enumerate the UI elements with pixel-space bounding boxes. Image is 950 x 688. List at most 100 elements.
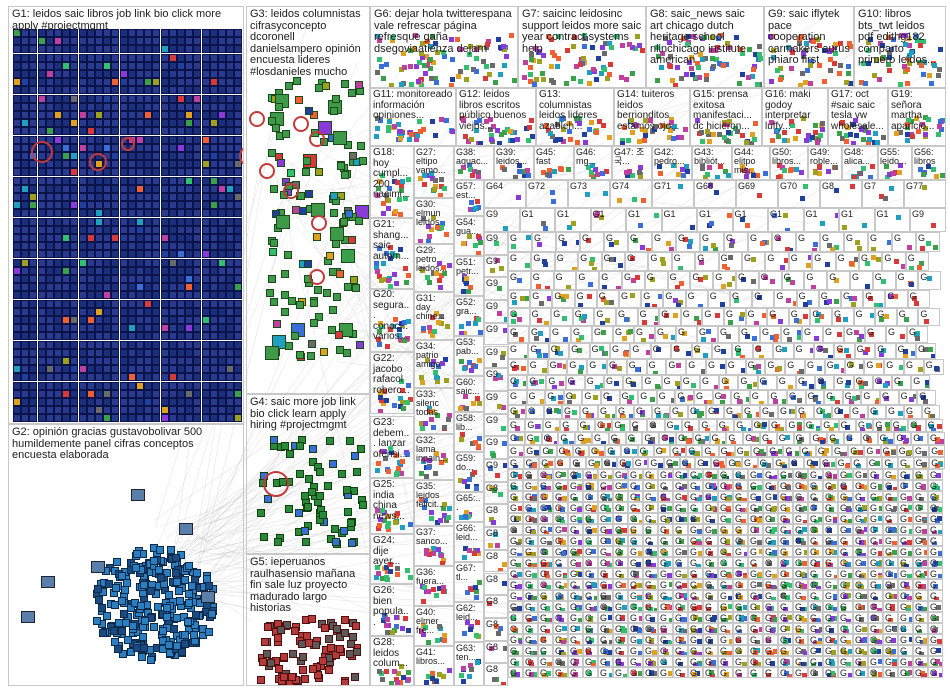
group-label: G8 — [485, 505, 507, 516]
graph-node — [599, 71, 604, 76]
graph-node — [510, 138, 515, 143]
graph-node — [193, 341, 201, 349]
graph-node — [87, 127, 95, 135]
group-box-mini: G9 — [484, 414, 508, 437]
graph-node — [79, 144, 87, 152]
graph-node — [637, 170, 642, 175]
graph-node — [464, 65, 469, 70]
graph-node — [128, 242, 136, 250]
group-label: G — [676, 391, 693, 402]
group-label: G — [558, 446, 572, 457]
graph-node — [54, 349, 62, 357]
graph-node — [435, 379, 440, 384]
group-label: G — [687, 446, 701, 457]
graph-node — [437, 278, 442, 283]
graph-node — [144, 37, 152, 45]
graph-node — [161, 267, 169, 275]
graph-node — [185, 275, 193, 283]
graph-node — [111, 382, 119, 390]
graph-node — [70, 382, 78, 390]
graph-node — [152, 226, 160, 234]
graph-node — [303, 157, 311, 165]
graph-node — [21, 332, 29, 340]
graph-node — [46, 218, 54, 226]
graph-node — [218, 373, 226, 381]
graph-node — [152, 62, 160, 70]
graph-node — [120, 78, 128, 86]
group-label: G9 — [485, 301, 507, 312]
graph-node — [433, 133, 438, 138]
graph-node — [429, 510, 434, 515]
group-box-mini: G — [804, 271, 827, 290]
graph-node — [87, 414, 95, 422]
graph-node — [193, 414, 201, 422]
graph-node — [38, 250, 46, 258]
graph-node — [266, 289, 274, 297]
group-label: G — [579, 420, 594, 431]
graph-node — [111, 242, 119, 250]
graph-node — [103, 250, 111, 258]
graph-node — [459, 359, 464, 364]
graph-node — [865, 284, 870, 289]
graph-node — [226, 259, 234, 267]
graph-node — [226, 127, 234, 135]
graph-node — [70, 308, 78, 316]
graph-node — [172, 569, 180, 577]
graph-node — [286, 450, 294, 458]
graph-node — [38, 414, 46, 422]
graph-node — [103, 373, 111, 381]
group-box-mini: G — [924, 359, 944, 375]
group-box-mini: G — [865, 326, 886, 343]
graph-node — [185, 193, 193, 201]
graph-node — [161, 349, 169, 357]
group-box-g55: G55: leido... — [878, 146, 912, 180]
graph-node — [62, 300, 70, 308]
group-label: G — [727, 433, 742, 444]
graph-node — [226, 357, 234, 365]
graph-node — [439, 553, 444, 558]
group-box-mini: G — [834, 343, 854, 359]
graph-node — [111, 70, 119, 78]
graph-node — [169, 365, 177, 373]
group-box-g22: G22: jacobo rafacol roberc... — [370, 352, 414, 414]
graph-node — [111, 103, 119, 111]
graph-node — [38, 398, 46, 406]
graph-node — [481, 59, 486, 64]
graph-node — [177, 144, 185, 152]
group-box-mini: G — [806, 390, 825, 405]
graph-node — [709, 221, 714, 226]
graph-node — [338, 470, 346, 478]
graph-node — [512, 78, 517, 83]
graph-node — [111, 209, 119, 217]
graph-node — [124, 636, 132, 644]
graph-node — [161, 45, 169, 53]
graph-node — [202, 185, 210, 193]
graph-node — [474, 69, 479, 74]
group-box-mini: G — [855, 343, 875, 359]
graph-node — [193, 259, 201, 267]
group-box-mini: G1 — [520, 208, 556, 232]
graph-node — [13, 332, 21, 340]
graph-node — [526, 138, 531, 143]
group-label: G — [761, 406, 777, 417]
graph-node — [172, 554, 180, 562]
graph-node — [79, 234, 87, 242]
graph-node — [103, 78, 111, 86]
group-label: G — [787, 420, 802, 431]
graph-node — [95, 234, 103, 242]
graph-node — [218, 37, 226, 45]
graph-node — [374, 134, 379, 139]
group-label: G — [583, 391, 600, 402]
graph-node — [193, 332, 201, 340]
graph-node — [234, 70, 242, 78]
group-label: G — [740, 327, 759, 338]
group-box-g6: G6: dejar hola twitterespana vale refres… — [370, 6, 518, 88]
graph-node — [103, 242, 111, 250]
graph-node — [136, 349, 144, 357]
graph-node — [13, 70, 21, 78]
group-label: G — [923, 406, 939, 417]
graph-node — [420, 426, 425, 431]
group-box-mini: G — [777, 375, 796, 390]
graph-node — [234, 177, 242, 185]
graph-node — [423, 71, 428, 76]
